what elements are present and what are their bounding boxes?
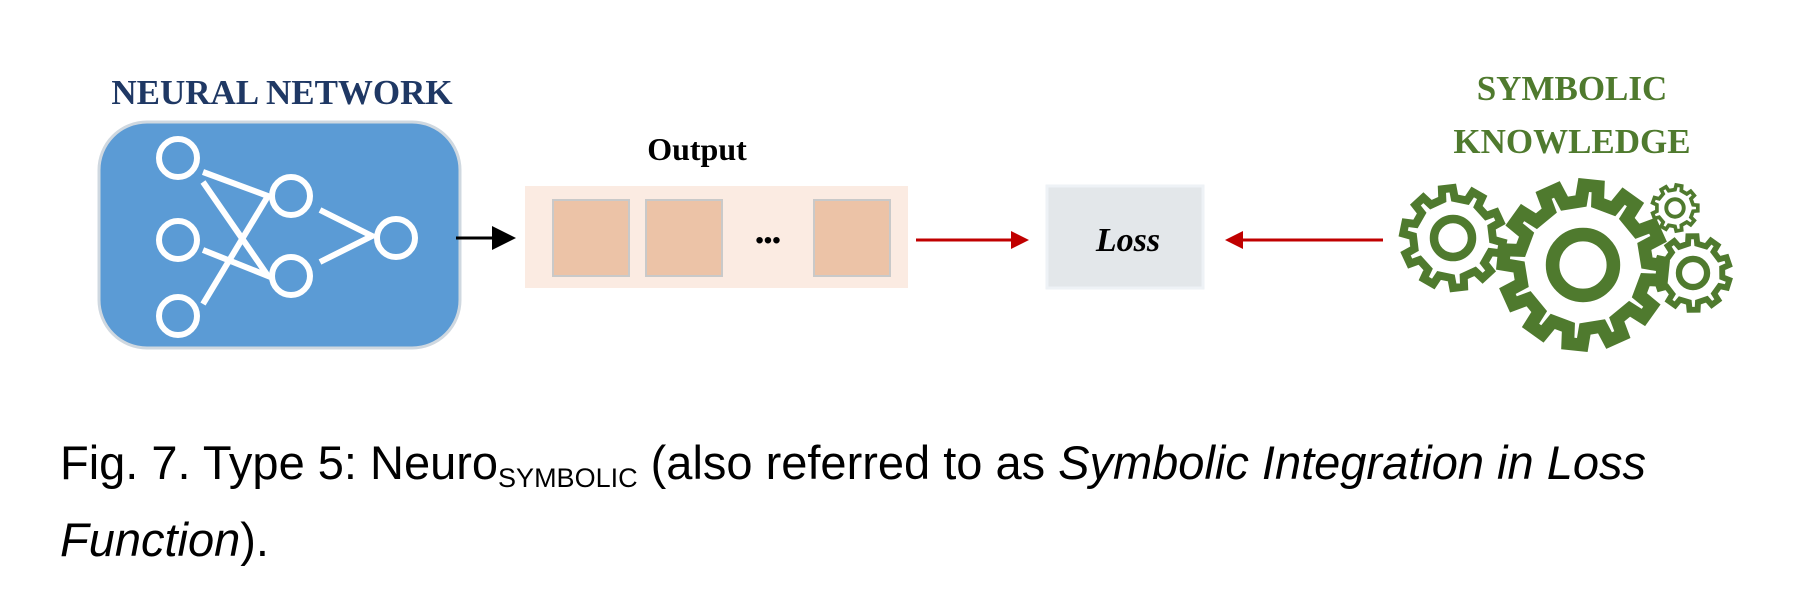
symbolic-title-line1: SYMBOLIC [1477, 69, 1668, 108]
loss-label: Loss [1095, 222, 1160, 259]
caption-prefix: Fig. 7. Type 5: Neuro [60, 436, 499, 489]
output-cell [813, 199, 891, 277]
gears-icon [1398, 178, 1733, 352]
caption-italic: Symbolic Integration in Loss Function [60, 436, 1646, 566]
output-cell [645, 199, 723, 277]
neural-network-title: NEURAL NETWORK [111, 73, 452, 112]
caption-suffix: ). [240, 513, 269, 566]
figure-caption: Fig. 7. Type 5: NeuroSYMBOLIC (also refe… [60, 432, 1780, 571]
ellipsis: ••• [755, 227, 780, 254]
output-cell [552, 199, 630, 277]
gear-icon [1496, 178, 1670, 352]
gear-hub [1675, 255, 1711, 291]
gear-hub [1545, 227, 1621, 303]
neural-network-box [97, 120, 462, 350]
neural-network-icon [156, 136, 418, 338]
gear-icon [1653, 233, 1733, 313]
symbolic-title-line2: KNOWLEDGE [1453, 122, 1690, 161]
caption-subscript: SYMBOLIC [498, 463, 638, 493]
gear-icon [1650, 182, 1700, 234]
gear-hub [1664, 197, 1686, 219]
loss-box [1045, 184, 1205, 290]
output-label: Output [647, 131, 747, 167]
gear-icon [1398, 183, 1508, 293]
gear-hub [1429, 214, 1477, 262]
caption-middle: (also referred to as [637, 436, 1059, 489]
